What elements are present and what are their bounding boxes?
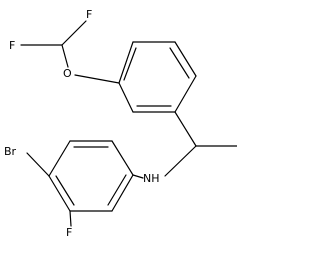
ethylidene-linker-bonds [164,111,237,177]
bond-ch-n [164,145,197,177]
bond-aryl-ch [174,111,197,147]
lower-benzene-ring [26,140,144,227]
difluoromethoxy-bonds [20,20,120,84]
bond-c-br [26,152,50,177]
label-backgrounds [2,7,166,239]
fluorine-top-label: F [86,8,92,21]
bromine-label: Br [4,145,17,158]
ring-double-bond [169,47,190,79]
fluorine-left-label: F [9,39,15,52]
amine-nh-label: NH [143,172,160,185]
oxygen-label: O [63,67,72,80]
bond-n-aryl [132,174,144,179]
upper-benzene-ring [118,41,197,113]
bond-o-aryl [74,74,120,84]
ring-double-bond [107,174,127,206]
ring-double-bond [55,175,75,206]
ring-fluorine-label: F [66,226,72,239]
chemical-structure-diagram: F F O NH Br F [2,7,237,239]
ring-double-bond [123,47,137,81]
bond-c-f-ring [69,210,72,227]
bond-c-o [61,44,69,68]
bond-cf-top [61,20,87,46]
